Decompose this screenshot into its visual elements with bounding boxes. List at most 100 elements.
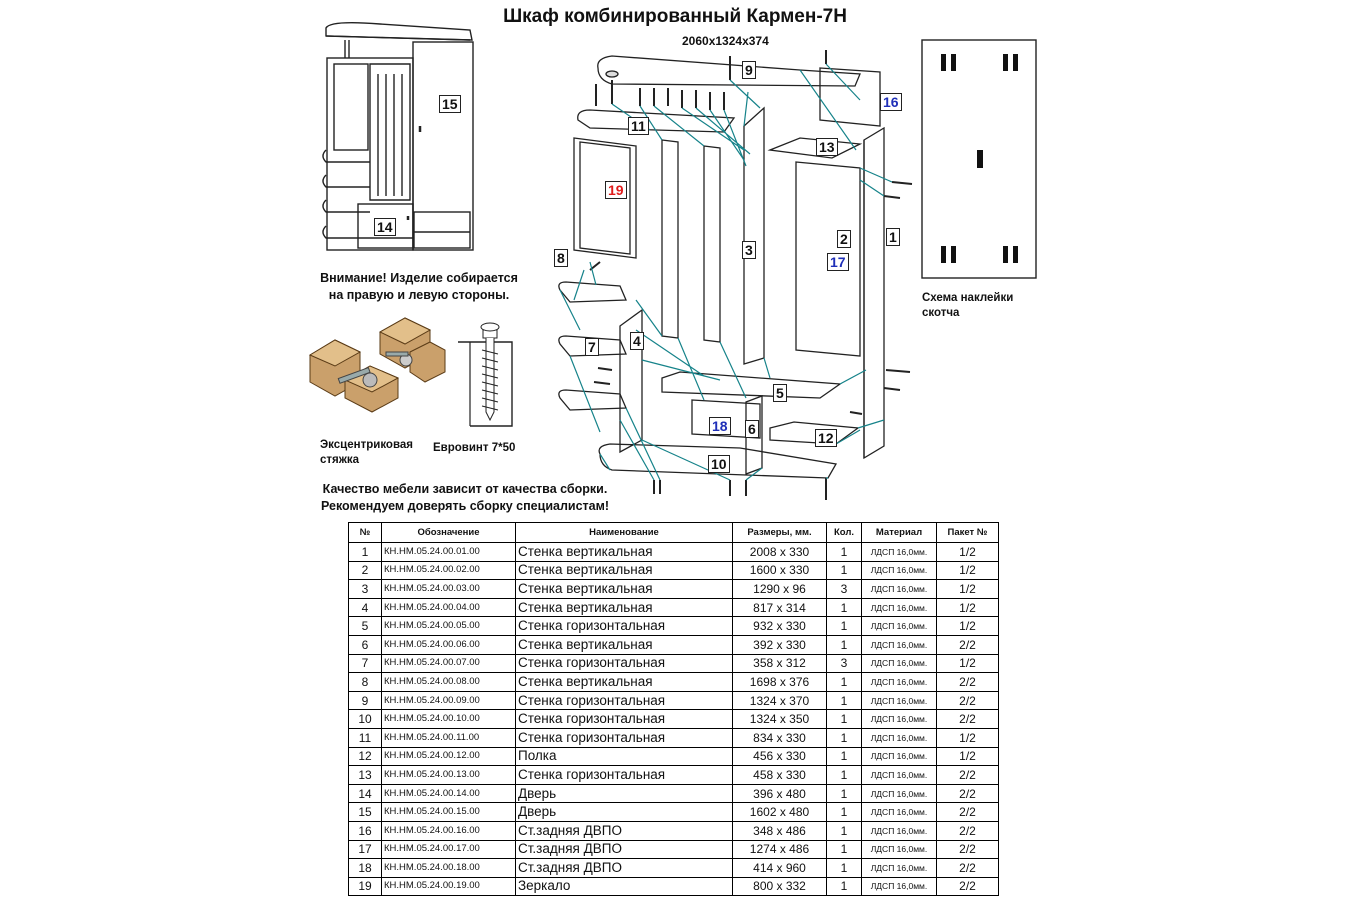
part-tag-15: 15: [439, 95, 461, 113]
part-tag-8: 8: [554, 249, 568, 267]
quality-line-1: Качество мебели зависит от качества сбор…: [322, 482, 608, 496]
table-cell: 1: [826, 542, 862, 562]
table-cell: КН.НМ.05.24.00.18.00: [381, 858, 516, 878]
table-cell: 14: [348, 783, 382, 804]
table-cell: 396 x 480: [732, 783, 827, 804]
exploded-view-drawing: [558, 50, 913, 500]
table-cell: Стенка вертикальная: [515, 560, 733, 581]
table-cell: Стенка горизонтальная: [515, 765, 733, 785]
table-cell: КН.НМ.05.24.00.17.00: [381, 839, 516, 860]
table-cell: ЛДСП 16,0мм.: [861, 690, 937, 711]
table-cell: КН.НМ.05.24.00.15.00: [381, 802, 516, 822]
table-cell: Дверь: [515, 802, 733, 822]
warning-note: Внимание! Изделие собирается на правую и…: [308, 270, 530, 304]
table-cell: 3: [826, 653, 862, 674]
table-cell: 1: [826, 560, 862, 581]
column-header: Материал: [861, 522, 937, 543]
table-cell: КН.НМ.05.24.00.07.00: [381, 653, 516, 674]
table-cell: 9: [348, 690, 382, 711]
table-cell: 456 x 330: [732, 746, 827, 767]
table-cell: 2/2: [936, 820, 999, 841]
table-cell: 1/2: [936, 746, 999, 767]
part-tag-1: 1: [886, 228, 900, 246]
table-cell: 1: [826, 876, 862, 897]
table-cell: 15: [348, 802, 382, 822]
table-cell: КН.НМ.05.24.00.02.00: [381, 560, 516, 581]
table-cell: ЛДСП 16,0мм.: [861, 653, 937, 674]
table-cell: 6: [348, 634, 382, 655]
tape-scheme-line-2: скотча: [922, 307, 960, 319]
table-cell: ЛДСП 16,0мм.: [861, 560, 937, 581]
column-header: Наименование: [515, 522, 733, 543]
part-tag-12: 12: [815, 429, 837, 447]
table-cell: 2/2: [936, 839, 999, 860]
table-cell: 1: [826, 597, 862, 618]
table-cell: 932 x 330: [732, 616, 827, 636]
table-cell: 1/2: [936, 560, 999, 581]
table-cell: Стенка горизонтальная: [515, 709, 733, 729]
eccentric-line-2: стяжка: [320, 454, 360, 466]
table-cell: КН.НМ.05.24.00.09.00: [381, 690, 516, 711]
quality-line-2: Рекомендуем доверять сборку специалистам…: [320, 499, 610, 513]
table-cell: 1/2: [936, 727, 999, 748]
table-cell: 2/2: [936, 876, 999, 897]
part-tag-17: 17: [827, 253, 849, 271]
table-cell: КН.НМ.05.24.00.04.00: [381, 597, 516, 618]
table-cell: КН.НМ.05.24.00.06.00: [381, 634, 516, 655]
part-tag-7: 7: [585, 338, 599, 356]
table-cell: КН.НМ.05.24.00.19.00: [381, 876, 516, 897]
table-cell: Дверь: [515, 783, 733, 804]
table-cell: Стенка горизонтальная: [515, 690, 733, 711]
page-title: Шкаф комбинированный Кармен-7Н: [503, 6, 847, 27]
table-cell: 3: [826, 579, 862, 599]
table-cell: 2008 x 330: [732, 542, 827, 562]
overall-dimensions: 2060x1324x374: [682, 34, 769, 48]
table-cell: 1/2: [936, 616, 999, 636]
quality-note: Качество мебели зависит от качества сбор…: [300, 481, 630, 515]
table-cell: Стенка горизонтальная: [515, 616, 733, 636]
tape-scheme-line-1: Схема наклейки: [922, 292, 1014, 304]
table-cell: Ст.задняя ДВПО: [515, 858, 733, 878]
table-cell: КН.НМ.05.24.00.11.00: [381, 727, 516, 748]
part-tag-6: 6: [745, 420, 759, 438]
table-cell: КН.НМ.05.24.00.01.00: [381, 542, 516, 562]
table-cell: 800 x 332: [732, 876, 827, 897]
part-tag-13: 13: [816, 138, 838, 156]
table-cell: 1290 x 96: [732, 579, 827, 599]
table-cell: 1: [826, 839, 862, 860]
table-cell: ЛДСП 16,0мм.: [861, 672, 937, 692]
table-cell: ЛДСП 16,0мм.: [861, 839, 937, 860]
table-cell: 348 x 486: [732, 820, 827, 841]
tape-scheme-caption: Схема наклейки скотча: [922, 291, 1013, 321]
table-cell: ЛДСП 16,0мм.: [861, 616, 937, 636]
table-cell: ЛДСП 16,0мм.: [861, 709, 937, 729]
table-cell: 13: [348, 765, 382, 785]
table-cell: 1: [826, 802, 862, 822]
table-cell: Стенка вертикальная: [515, 672, 733, 692]
table-cell: 1: [826, 783, 862, 804]
table-cell: 1: [826, 634, 862, 655]
table-cell: 1324 x 350: [732, 709, 827, 729]
part-tag-4: 4: [630, 332, 644, 350]
table-cell: ЛДСП 16,0мм.: [861, 802, 937, 822]
part-tag-19: 19: [605, 181, 627, 199]
part-tag-14: 14: [374, 218, 396, 236]
table-cell: 1: [826, 709, 862, 729]
table-cell: 1602 x 480: [732, 802, 827, 822]
table-cell: Стенка вертикальная: [515, 542, 733, 562]
table-cell: 1: [826, 858, 862, 878]
table-cell: ЛДСП 16,0мм.: [861, 542, 937, 562]
table-cell: 1: [826, 616, 862, 636]
table-cell: ЛДСП 16,0мм.: [861, 597, 937, 618]
table-cell: Зеркало: [515, 876, 733, 897]
